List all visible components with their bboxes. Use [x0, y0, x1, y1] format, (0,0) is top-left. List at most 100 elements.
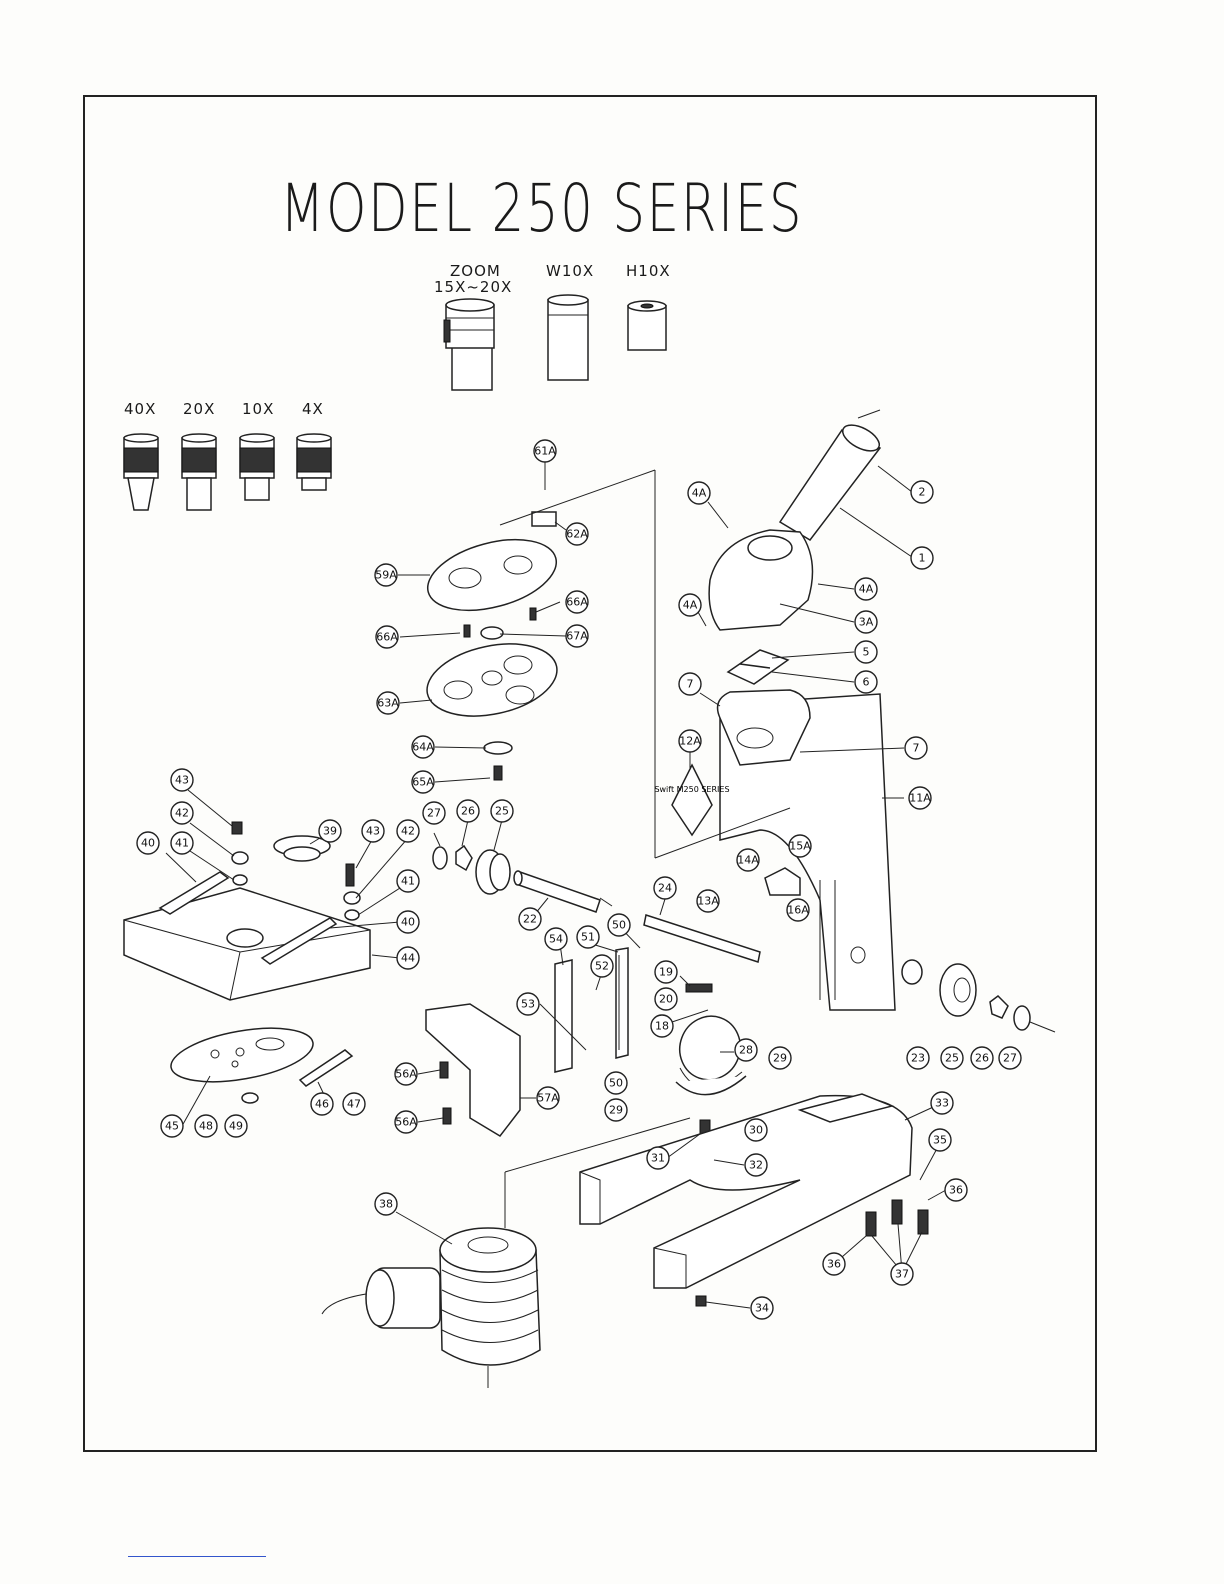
callout-20: 20	[654, 987, 678, 1011]
objective-4x-label: 4X	[302, 400, 324, 418]
microscope-head	[708, 529, 814, 631]
callout-46: 46	[310, 1092, 334, 1116]
callout-36-right: 36	[944, 1178, 968, 1202]
illuminator	[321, 1227, 541, 1388]
svg-text:52: 52	[595, 960, 609, 973]
callout-48: 48	[194, 1114, 218, 1138]
svg-text:57A: 57A	[537, 1092, 559, 1105]
callout-12A: 12A	[678, 729, 702, 753]
callout-43-left: 43	[170, 768, 194, 792]
callout-11A: 11A	[908, 786, 932, 810]
eyepiece-h10x-label: H10X	[626, 262, 671, 280]
svg-text:63A: 63A	[377, 697, 399, 710]
svg-text:6: 6	[863, 676, 870, 689]
svg-text:38: 38	[379, 1198, 393, 1211]
svg-text:27: 27	[427, 807, 441, 820]
svg-text:56A: 56A	[395, 1068, 417, 1081]
prism	[726, 649, 790, 685]
svg-text:26: 26	[975, 1052, 989, 1065]
condenser-bracket	[425, 1003, 521, 1137]
callout-42-left: 42	[170, 801, 194, 825]
objective-10x	[239, 433, 275, 501]
svg-text:5: 5	[863, 646, 870, 659]
svg-text:46: 46	[315, 1098, 329, 1111]
svg-text:16A: 16A	[787, 904, 809, 917]
callout-13A: 13A	[696, 889, 720, 913]
svg-text:61A: 61A	[534, 445, 556, 458]
callout-57A: 57A	[536, 1086, 560, 1110]
svg-text:4A: 4A	[859, 583, 874, 596]
rack-parts	[554, 947, 713, 1073]
callout-45: 45	[160, 1114, 184, 1138]
objective-10x-label: 10X	[242, 400, 275, 418]
callout-42-right: 42	[396, 819, 420, 843]
objective-4x	[296, 433, 332, 491]
nameplate-text: Swift M250 SERIES	[654, 785, 729, 794]
callout-50-top: 50	[607, 913, 631, 937]
nosepiece-cover	[426, 511, 558, 612]
svg-text:2: 2	[919, 486, 926, 499]
callout-29-left: 29	[604, 1098, 628, 1122]
svg-text:4A: 4A	[683, 599, 698, 612]
callout-63A: 63A	[376, 691, 400, 715]
nosepiece-washer	[483, 741, 513, 755]
svg-text:26: 26	[461, 805, 475, 818]
svg-text:11A: 11A	[909, 792, 931, 805]
callout-52: 52	[590, 954, 614, 978]
svg-text:20: 20	[659, 993, 673, 1006]
svg-text:31: 31	[651, 1152, 665, 1165]
coarse-focus-shaft-left	[513, 870, 613, 913]
svg-text:32: 32	[749, 1159, 763, 1172]
svg-text:7: 7	[687, 678, 694, 691]
svg-text:50: 50	[609, 1077, 623, 1090]
svg-text:48: 48	[199, 1120, 213, 1133]
callout-33: 33	[930, 1091, 954, 1115]
objective-20x	[181, 433, 217, 511]
callout-30: 30	[744, 1118, 768, 1142]
callout-1: 1	[910, 546, 934, 570]
svg-text:41: 41	[401, 875, 415, 888]
w10x-eyepiece	[547, 294, 589, 381]
svg-text:56A: 56A	[395, 1116, 417, 1129]
svg-text:29: 29	[609, 1104, 623, 1117]
callout-25-left: 25	[490, 799, 514, 823]
rack-bracket	[764, 867, 801, 896]
callout-22: 22	[518, 907, 542, 931]
revolving-nosepiece	[426, 607, 558, 717]
callout-51: 51	[576, 925, 600, 949]
svg-text:51: 51	[581, 931, 595, 944]
svg-text:42: 42	[401, 825, 415, 838]
svg-text:33: 33	[935, 1097, 949, 1110]
callout-26-right: 26	[970, 1046, 994, 1070]
callout-4A-top: 4A	[687, 481, 711, 505]
callout-24: 24	[653, 876, 677, 900]
svg-text:25: 25	[495, 805, 509, 818]
svg-text:7: 7	[913, 742, 920, 755]
callout-18: 18	[650, 1014, 674, 1038]
callout-7-right: 7	[904, 736, 928, 760]
svg-text:43: 43	[366, 825, 380, 838]
svg-text:24: 24	[658, 882, 672, 895]
callout-5: 5	[854, 640, 878, 664]
callout-43-right: 43	[361, 819, 385, 843]
svg-text:37: 37	[895, 1268, 909, 1281]
stage	[123, 821, 371, 1001]
callout-47: 47	[342, 1092, 366, 1116]
leader-lines	[165, 462, 947, 1309]
objective-40x	[123, 433, 159, 511]
footer-link-underline[interactable]	[128, 1556, 266, 1557]
svg-text:34: 34	[755, 1302, 769, 1315]
svg-text:36: 36	[949, 1184, 963, 1197]
svg-text:40: 40	[141, 837, 155, 850]
svg-text:28: 28	[739, 1044, 753, 1057]
callout-36-left: 36	[822, 1252, 846, 1276]
callout-26-left: 26	[456, 799, 480, 823]
page-title: MODEL 250 SERIES	[280, 170, 804, 247]
callout-38: 38	[374, 1192, 398, 1216]
svg-text:23: 23	[911, 1052, 925, 1065]
svg-text:53: 53	[521, 998, 535, 1011]
svg-text:29: 29	[773, 1052, 787, 1065]
svg-text:54: 54	[549, 933, 563, 946]
callout-67A: 67A	[565, 624, 589, 648]
